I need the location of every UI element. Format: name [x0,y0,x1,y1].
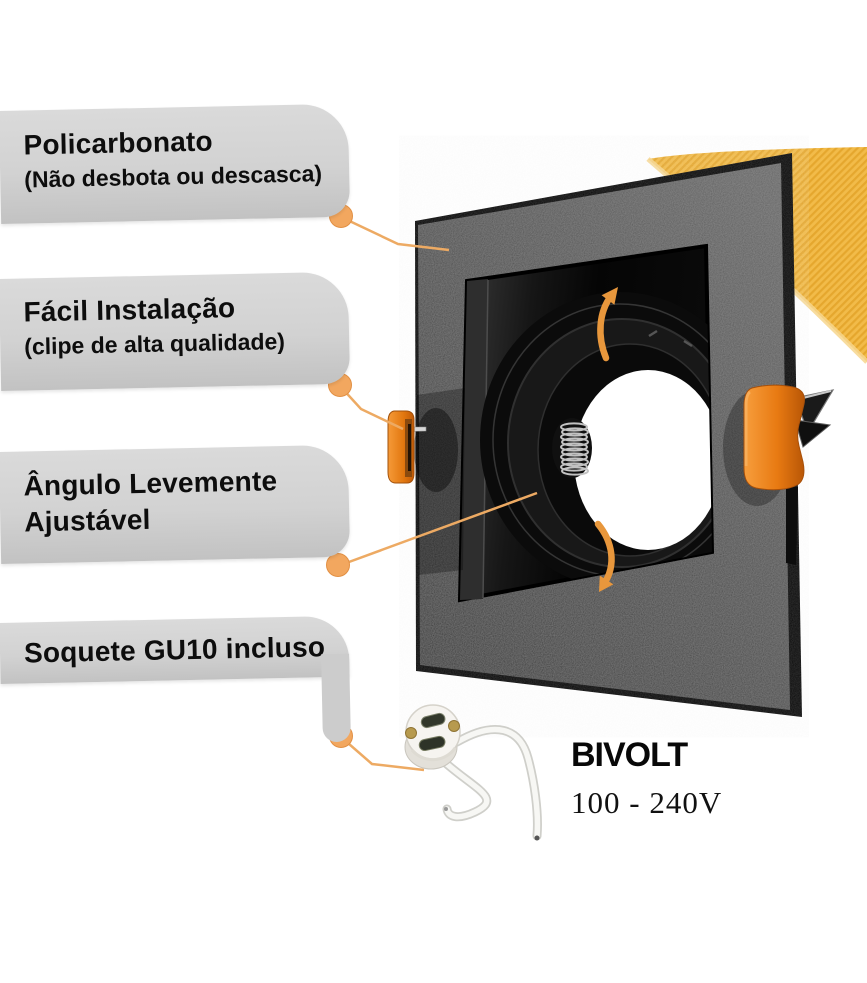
callout-facil-instalacao: Fácil Instalação (clipe de alta qualidad… [0,271,351,391]
callout-soquete-gu10: Soquete GU10 incluso [0,615,351,743]
callout-title: Soquete GU10 incluso [23,631,326,669]
gu10-socket [404,704,542,841]
socket-contact [448,720,460,732]
voltage-range: 100 - 240V [571,785,723,820]
socket-slot [418,712,446,752]
fixture-photo [415,153,802,717]
callout-dot-3 [326,553,350,577]
socket-contact [405,727,417,739]
clip-spring-prong [794,419,832,448]
callout-title-line2: Ajustável [23,503,151,538]
mounting-clip-left [387,408,458,492]
socket-wires [435,725,542,841]
bivolt-label: BIVOLT [571,736,688,774]
voltage-info: BIVOLT 100 - 240V [571,737,722,820]
tilt-ring [480,292,712,588]
callout-line-4 [340,736,425,772]
callout-subtitle: (Não desbota ou descasca) [23,160,323,193]
callout-tail [321,653,351,743]
callout-angulo-ajustavel: Ângulo Levemente Ajustável [0,444,351,564]
tilt-arrow-up-icon [597,287,618,362]
callout-policarbonato: Policarbonato (Não desbota ou descasca) [0,103,351,224]
retaining-spring [552,418,592,478]
mounting-clip-right [743,384,835,565]
tilt-arrow-down-icon [594,520,615,592]
callout-subtitle: (clipe de alta qualidade) [23,328,286,360]
callout-line-1 [340,215,450,252]
lamp-hole [574,370,712,550]
callout-line-3 [337,491,538,568]
